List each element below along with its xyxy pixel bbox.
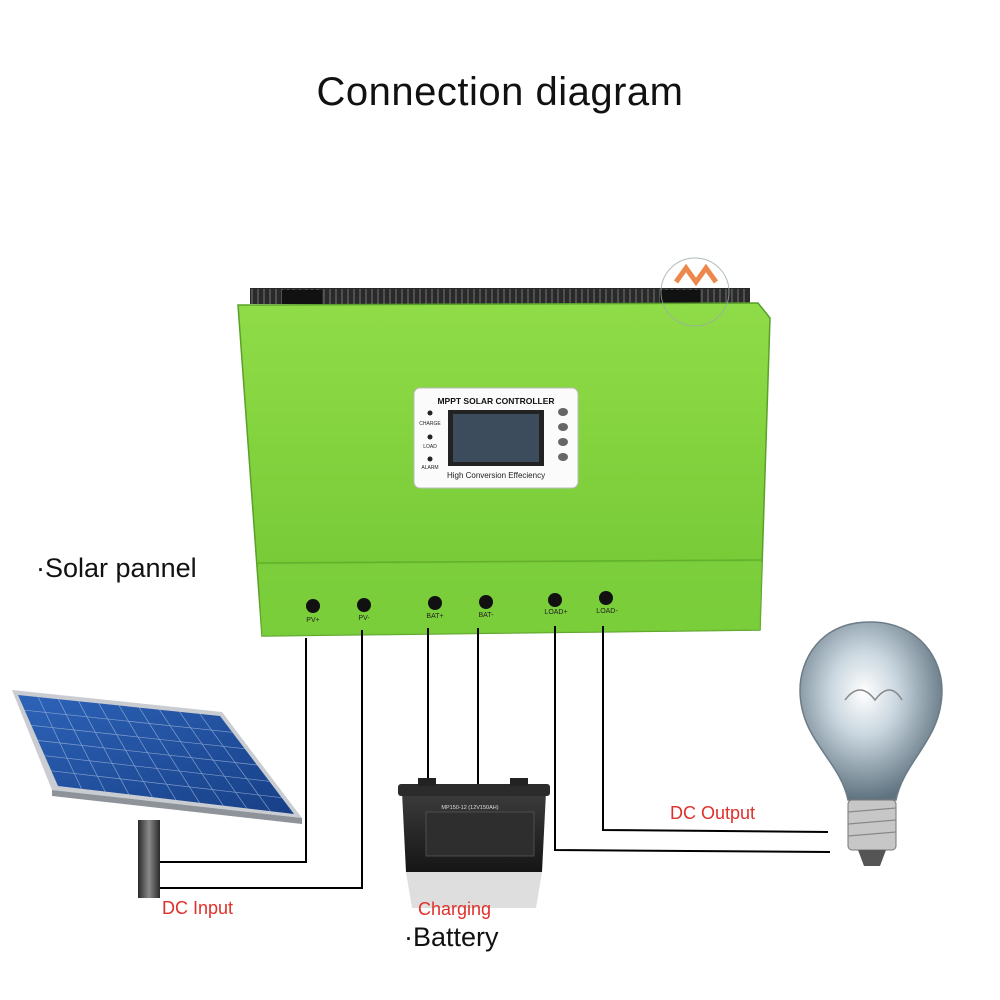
display-button-1[interactable] (558, 408, 568, 416)
load-led (427, 434, 433, 440)
dc-output-label: DC Output (670, 803, 756, 823)
battery-label: ·Battery (404, 922, 499, 952)
terminal-bat-plus[interactable] (428, 596, 442, 610)
battery: MP150-12 (12V150AH) (398, 778, 550, 908)
heatsink-clip-right (660, 290, 700, 304)
heatsink (250, 288, 750, 304)
panel-cells (18, 695, 294, 814)
diagram-title: Connection diagram (316, 70, 684, 114)
bulb-filament (844, 689, 903, 702)
display-button-3[interactable] (558, 438, 568, 446)
solar-controller: MPPT SOLAR CONTROLLER High Conversion Ef… (237, 288, 771, 637)
terminal-label-load-plus: LOAD+ (544, 609, 567, 616)
battery-lid (398, 784, 550, 796)
indicator-label-alarm: ALARM (421, 465, 438, 471)
terminal-load-plus[interactable] (548, 593, 562, 607)
wire-load-plus (554, 626, 831, 853)
wire-pv-plus (155, 638, 307, 863)
terminal-pv-minus[interactable] (357, 598, 371, 612)
battery-label-plate (425, 811, 535, 857)
panel-cell-line (31, 724, 245, 750)
terminal-label-load-minus: LOAD- (596, 608, 618, 615)
indicator-label-load: LOAD (423, 444, 437, 450)
solar-panel-label: ·Solar pannel (36, 553, 197, 583)
terminal-label-pv-plus: PV+ (306, 617, 319, 624)
terminal-label-pv-minus: PV- (358, 615, 370, 622)
terminal-label-bat-minus: BAT- (478, 612, 494, 619)
indicator-label-charge: CHARGE (419, 421, 441, 427)
charge-led (427, 410, 433, 416)
solar-panel (12, 690, 302, 898)
terminal-pv-plus[interactable] (306, 599, 320, 613)
terminal-bat-minus[interactable] (479, 595, 493, 609)
display-panel-title: MPPT SOLAR CONTROLLER (437, 396, 554, 406)
battery-terminal-neg (510, 778, 528, 786)
bulb-base (847, 799, 897, 851)
terminal-label-bat-plus: BAT+ (426, 613, 443, 620)
panel-cell-line (44, 755, 270, 782)
battery-terminal-pos (418, 778, 436, 786)
wire-load-minus (602, 626, 829, 833)
watermark-stamp (660, 257, 730, 327)
display-panel-subtitle: High Conversion Effeciency (447, 471, 545, 480)
display-button-2[interactable] (558, 423, 568, 431)
wiring (155, 626, 831, 889)
display-button-4[interactable] (558, 453, 568, 461)
dc-input-label: DC Input (162, 898, 234, 918)
panel-cell-line (24, 709, 233, 733)
charging-label: Charging (418, 899, 492, 919)
alarm-led (427, 456, 433, 462)
display-panel: MPPT SOLAR CONTROLLER High Conversion Ef… (413, 387, 579, 489)
terminal-strip: PV+ PV- BAT+ BAT- LOAD+ LOAD- (306, 591, 618, 624)
terminal-load-minus[interactable] (599, 591, 613, 605)
heatsink-clip-left (282, 290, 322, 304)
wire-pv-minus (160, 630, 363, 889)
bulb-glass (799, 621, 943, 801)
battery-model-text: MP150-12 (12V150AH) (441, 805, 498, 811)
lcd-screen (453, 414, 539, 462)
bulb-tip (858, 850, 886, 866)
battery-reflection (406, 872, 542, 908)
panel-pole (138, 820, 160, 898)
panel-cell-line (37, 740, 258, 766)
light-bulb (799, 621, 943, 866)
panel-cell-line (51, 770, 282, 799)
